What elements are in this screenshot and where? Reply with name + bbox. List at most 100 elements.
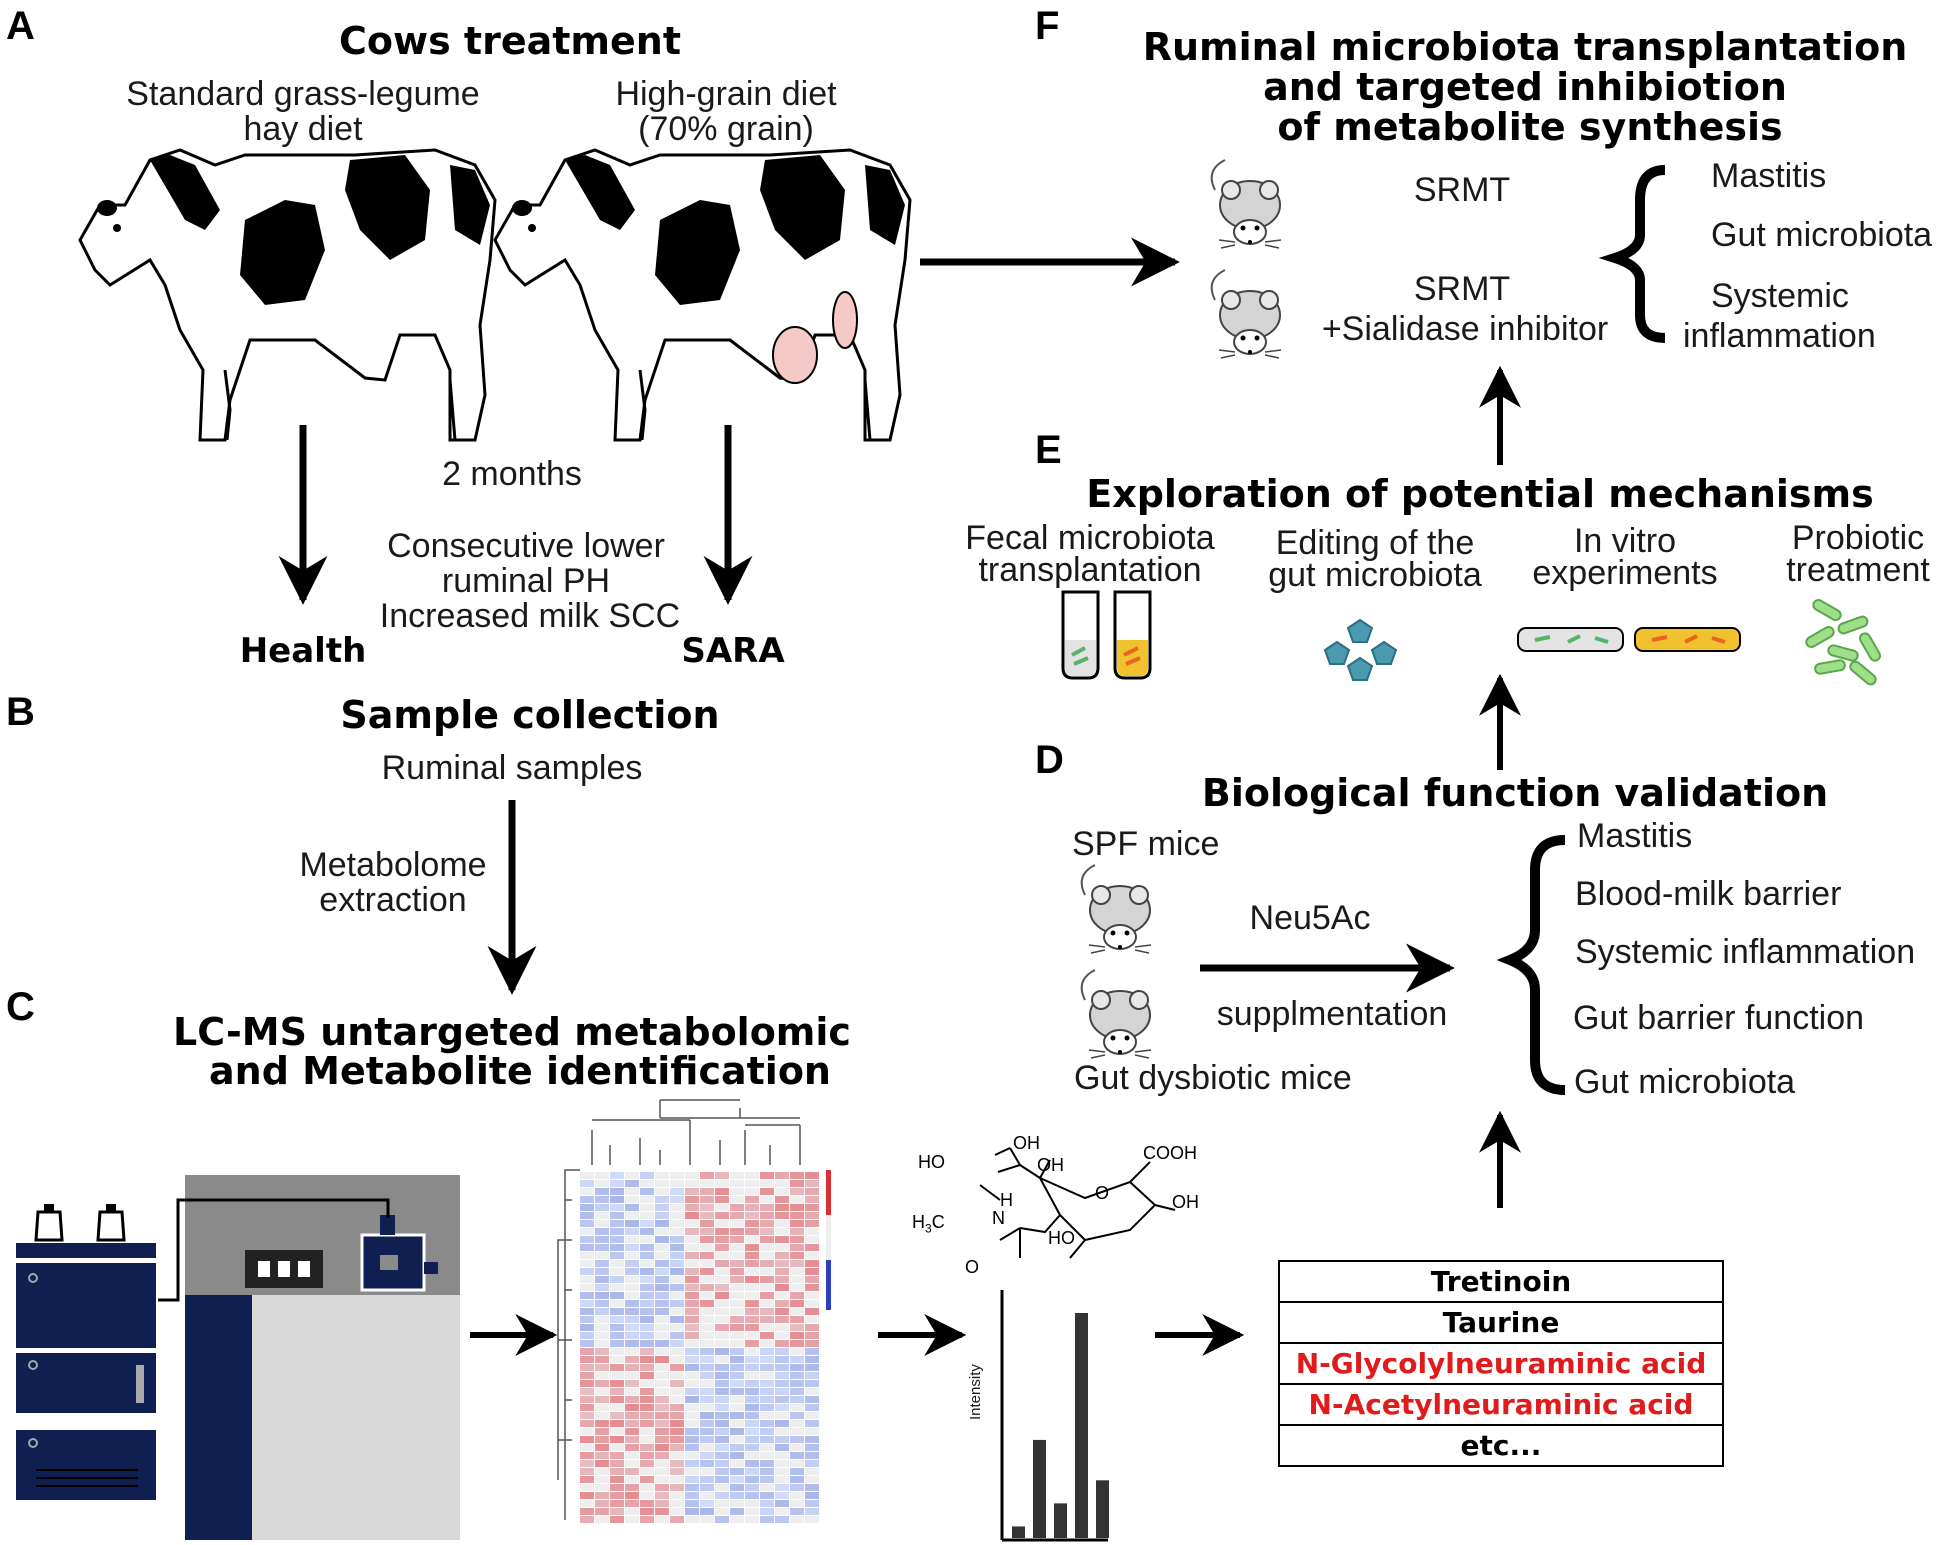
heatmap-cell bbox=[760, 1452, 774, 1459]
heatmap-cell bbox=[685, 1308, 699, 1315]
heatmap-cell bbox=[715, 1244, 729, 1251]
heatmap-cell bbox=[715, 1316, 729, 1323]
heatmap-cell bbox=[625, 1340, 639, 1347]
heatmap-cell bbox=[700, 1236, 714, 1243]
heatmap-cell bbox=[580, 1220, 594, 1227]
heatmap-cell bbox=[655, 1364, 669, 1371]
heatmap-cell bbox=[610, 1484, 624, 1491]
heatmap-cell bbox=[775, 1236, 789, 1243]
heatmap-cell bbox=[730, 1188, 744, 1195]
heatmap-cell bbox=[580, 1276, 594, 1283]
heatmap-cell bbox=[670, 1260, 684, 1267]
diet-right-line1: High-grain diet bbox=[615, 75, 837, 113]
heatmap-cell bbox=[775, 1204, 789, 1211]
heatmap-cell bbox=[610, 1172, 624, 1179]
heatmap-cell bbox=[595, 1492, 609, 1499]
heatmap-cell bbox=[685, 1492, 699, 1499]
heatmap-cell bbox=[655, 1300, 669, 1307]
heatmap-cell bbox=[610, 1372, 624, 1379]
heatmap-cell bbox=[685, 1444, 699, 1451]
heatmap-cell bbox=[745, 1348, 759, 1355]
heatmap-cell bbox=[640, 1452, 654, 1459]
heatmap-cell bbox=[805, 1228, 819, 1235]
heatmap-cell bbox=[790, 1444, 804, 1451]
heatmap-cell bbox=[730, 1268, 744, 1275]
brace-icon bbox=[1496, 835, 1566, 1095]
heatmap-cell bbox=[760, 1484, 774, 1491]
heatmap-cell bbox=[655, 1220, 669, 1227]
method-editing-line2: gut microbiota bbox=[1268, 556, 1482, 594]
heatmap-cell bbox=[700, 1172, 714, 1179]
heatmap-cell bbox=[760, 1428, 774, 1435]
heatmap-cell bbox=[715, 1276, 729, 1283]
heatmap-cell bbox=[805, 1356, 819, 1363]
heatmap-cell bbox=[595, 1292, 609, 1299]
heatmap-cell bbox=[805, 1220, 819, 1227]
heatmap-cell bbox=[610, 1236, 624, 1243]
heatmap-cell bbox=[775, 1196, 789, 1203]
heatmap-cell bbox=[745, 1180, 759, 1187]
heatmap-cell bbox=[685, 1276, 699, 1283]
heatmap-cell bbox=[775, 1292, 789, 1299]
heatmap-cell bbox=[715, 1340, 729, 1347]
heatmap-cell bbox=[745, 1204, 759, 1211]
heatmap-cell bbox=[715, 1452, 729, 1459]
heatmap-cell bbox=[730, 1428, 744, 1435]
heatmap-cell bbox=[640, 1220, 654, 1227]
heatmap-cell bbox=[595, 1308, 609, 1315]
heatmap-cell bbox=[805, 1364, 819, 1371]
heatmap-cell bbox=[595, 1420, 609, 1427]
heatmap-cell bbox=[790, 1364, 804, 1371]
heatmap-cell bbox=[700, 1380, 714, 1387]
heatmap-cell bbox=[700, 1436, 714, 1443]
heatmap-cell bbox=[790, 1436, 804, 1443]
heatmap-cell bbox=[715, 1252, 729, 1259]
heatmap-cell bbox=[625, 1476, 639, 1483]
heatmap-cell bbox=[655, 1252, 669, 1259]
chem-label: HO bbox=[918, 1152, 945, 1172]
heatmap-cell bbox=[715, 1228, 729, 1235]
heatmap-cell bbox=[685, 1484, 699, 1491]
heatmap-cell bbox=[685, 1204, 699, 1211]
heatmap-cell bbox=[775, 1380, 789, 1387]
heatmap-cell bbox=[790, 1500, 804, 1507]
heatmap-cell bbox=[640, 1500, 654, 1507]
heatmap-cell bbox=[625, 1180, 639, 1187]
heatmap-cell bbox=[715, 1492, 729, 1499]
heatmap-cell bbox=[595, 1260, 609, 1267]
heatmap-cell bbox=[580, 1492, 594, 1499]
heatmap-cell bbox=[775, 1364, 789, 1371]
heatmap-cell bbox=[715, 1356, 729, 1363]
heatmap-cell bbox=[670, 1452, 684, 1459]
panel-letter-d: D bbox=[1035, 738, 1064, 782]
heatmap-cell bbox=[610, 1308, 624, 1315]
heatmap-cell bbox=[805, 1516, 819, 1523]
heatmap-cell bbox=[775, 1516, 789, 1523]
heatmap-cell bbox=[610, 1220, 624, 1227]
bar-axis-label: Intensity bbox=[967, 1364, 984, 1420]
heatmap-cell bbox=[640, 1244, 654, 1251]
method-fecal-line2: transplantation bbox=[978, 551, 1202, 589]
heatmap-cell bbox=[655, 1460, 669, 1467]
heatmap-cell bbox=[730, 1436, 744, 1443]
heatmap-cell bbox=[805, 1332, 819, 1339]
heatmap-cell bbox=[625, 1516, 639, 1523]
heatmap-cell bbox=[760, 1180, 774, 1187]
heatmap-cell bbox=[580, 1172, 594, 1179]
heatmap-cell bbox=[745, 1372, 759, 1379]
heatmap-cell bbox=[745, 1308, 759, 1315]
heatmap-cell bbox=[745, 1428, 759, 1435]
heatmap-cell bbox=[745, 1324, 759, 1331]
heatmap-cell bbox=[595, 1428, 609, 1435]
chem-label-h3c: H3C bbox=[912, 1212, 945, 1236]
heatmap-cell bbox=[775, 1228, 789, 1235]
heatmap-cell bbox=[805, 1444, 819, 1451]
heatmap-cell bbox=[670, 1364, 684, 1371]
heatmap-cell bbox=[700, 1500, 714, 1507]
panel-f-title-line2: and targeted inhibiotion bbox=[1263, 65, 1787, 109]
heatmap-cell bbox=[685, 1260, 699, 1267]
heatmap-cell bbox=[580, 1372, 594, 1379]
heatmap-cell bbox=[580, 1420, 594, 1427]
heatmap-cell bbox=[700, 1428, 714, 1435]
